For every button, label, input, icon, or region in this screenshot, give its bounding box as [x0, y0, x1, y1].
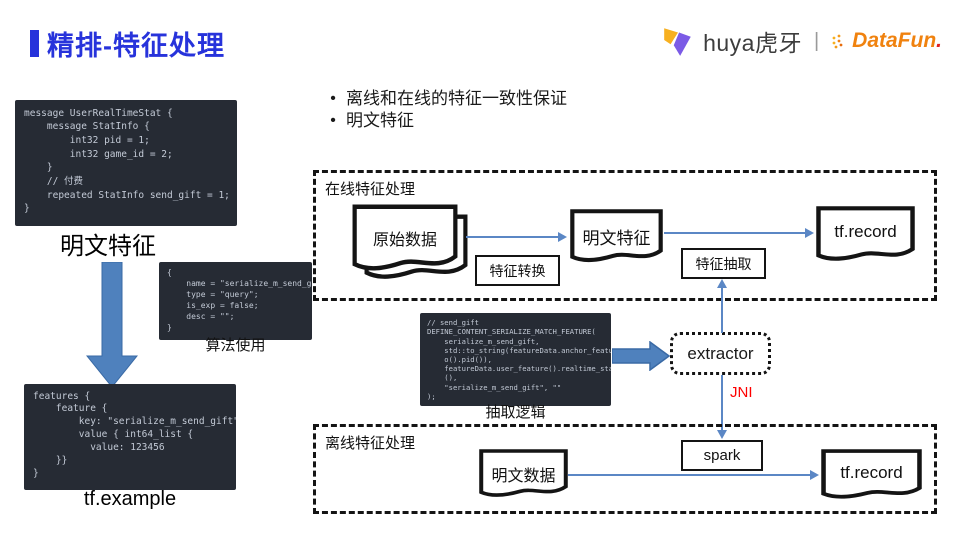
spark-node: spark [681, 440, 763, 471]
datafun-dots-icon [831, 31, 844, 51]
feature-extract-node: 特征抽取 [681, 248, 766, 279]
arrowhead [717, 430, 727, 439]
arrow-raw-to-plain [466, 236, 558, 238]
bullet-item: • 离线和在线的特征一致性保证 [320, 88, 567, 110]
document-shape [821, 449, 922, 499]
offline-group-title: 离线特征处理 [325, 435, 416, 452]
block-arrow-shape [611, 340, 671, 376]
extract-logic-caption: 抽取逻辑 [485, 404, 546, 421]
line-extractor-to-extract [721, 287, 723, 333]
plain-data-label: 明文数据 [491, 468, 556, 485]
plain-feature-label: 明文特征 [60, 233, 156, 260]
tfexample-caption: tf.example [83, 488, 177, 510]
datafun-logo-text: DataFun. [852, 29, 942, 52]
online-group-title: 在线特征处理 [325, 181, 416, 198]
plain-feature-node-label: 明文特征 [582, 229, 651, 248]
plain-data-doc-node: 明文数据 [479, 449, 568, 510]
offline-tfrecord-label: tf.record [840, 463, 903, 482]
huya-logo-text: huya虎牙 [703, 30, 802, 56]
bullet-item: • 明文特征 [320, 110, 567, 132]
extractor-node: extractor [670, 332, 771, 375]
arrowhead [558, 232, 567, 242]
bullet-text: 明文特征 [346, 111, 414, 130]
arrow-plaindata-to-tfrecord [568, 474, 810, 476]
bullet-list: • 离线和在线的特征一致性保证 • 明文特征 [320, 88, 567, 132]
extract-logic-code-block: // send_gift DEFINE_CONTENT_SERIALIZE_MA… [420, 313, 611, 407]
config-caption: 算法使用 [205, 337, 266, 354]
bullet-text: 离线和在线的特征一致性保证 [346, 89, 567, 108]
plain-feature-doc-node: 明文特征 [570, 209, 663, 276]
raw-data-label: 原始数据 [372, 232, 437, 249]
tfexample-code-block: features { feature { key: "serialize_m_s… [24, 383, 236, 490]
document-shape [352, 204, 458, 287]
logo-divider: | [813, 29, 820, 52]
online-tfrecord-doc-node: tf.record [816, 206, 915, 275]
document-shape [816, 206, 915, 261]
down-arrow-shape [85, 261, 139, 393]
proto-code-block: message UserRealTimeStat { message StatI… [15, 99, 237, 226]
online-tfrecord-label: tf.record [834, 222, 897, 241]
bullet-icon: • [330, 112, 336, 129]
arrowhead [805, 228, 814, 238]
datafun-logo-dot: . [936, 29, 942, 52]
title-accent-bar [30, 30, 39, 57]
offline-group-box: 离线特征处理 [313, 424, 937, 514]
jni-label: JNI [730, 384, 753, 401]
arrow-plain-to-tfrecord [664, 232, 805, 234]
raw-data-doc-node: 原始数据 [352, 204, 470, 290]
online-group-box: 在线特征处理 [313, 170, 937, 301]
page-title: 精排-特征处理 [47, 31, 225, 61]
arrowhead [810, 470, 819, 480]
feature-config-code-block: { name = "serialize_m_send_gift"; type =… [159, 262, 312, 340]
feature-extract-label: 特征抽取 [695, 255, 752, 272]
arrowhead [717, 279, 727, 288]
document-shape [479, 449, 568, 497]
offline-tfrecord-doc-node: tf.record [821, 449, 922, 512]
document-shape [570, 209, 663, 263]
feature-transform-label: 特征转换 [489, 262, 546, 279]
huya-logo-icon [661, 24, 695, 58]
header-logos: huya虎牙 | DataFun. [661, 24, 942, 58]
line-extractor-to-spark [721, 375, 723, 430]
feature-transform-node: 特征转换 [475, 255, 560, 286]
extractor-label: extractor [687, 343, 754, 363]
bullet-icon: • [330, 90, 336, 107]
spark-label: spark [703, 447, 741, 464]
